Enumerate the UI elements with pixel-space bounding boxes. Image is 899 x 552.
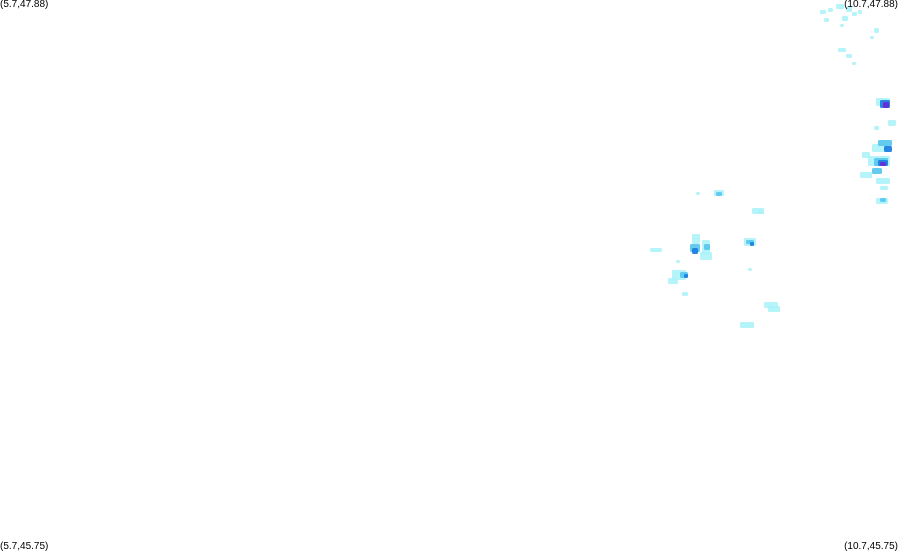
precip-cell-medium (878, 140, 892, 146)
precip-cell-light (696, 192, 700, 195)
precip-cell-strong (750, 242, 754, 246)
precip-cell-medium (880, 198, 886, 202)
precip-cell-light (692, 234, 700, 244)
precip-cell-light (668, 278, 678, 284)
precip-cell-light (758, 210, 764, 214)
precip-cell-light (852, 12, 857, 16)
corner-label-top-right: (10.7,47.88) (844, 0, 898, 10)
precip-cell-intense (880, 162, 886, 166)
precip-cell-light (888, 120, 896, 126)
precip-cell-medium (716, 192, 722, 196)
precip-cell-light (836, 4, 844, 9)
precip-cell-light (870, 36, 874, 39)
corner-label-bottom-right: (10.7,45.75) (844, 541, 898, 552)
precip-cell-medium (872, 168, 882, 174)
corner-label-top-left: (5.7,47.88) (0, 0, 49, 10)
precip-cell-light (748, 268, 752, 271)
precip-cell-light (858, 10, 862, 14)
precip-cell-light (846, 54, 852, 58)
precip-cell-strong (692, 248, 698, 254)
precip-cell-light (846, 6, 852, 12)
corner-label-bottom-left: (5.7,45.75) (0, 541, 49, 552)
precip-cell-light (862, 152, 870, 158)
precip-cell-light (876, 178, 890, 184)
precip-cell-strong (884, 146, 892, 152)
precip-cell-light (700, 252, 712, 260)
precip-cell-light (842, 16, 848, 21)
precip-cell-light (828, 8, 833, 12)
precip-cell-light (852, 62, 856, 65)
precip-cell-light (838, 48, 846, 52)
precip-cell-light (874, 126, 879, 130)
precip-cell-light (740, 322, 754, 328)
precipitation-cells (650, 4, 896, 328)
precip-cell-light (820, 10, 826, 14)
precip-cell-light (682, 292, 688, 296)
precip-cell-light (650, 248, 662, 252)
precip-cell-light (860, 172, 872, 178)
precip-cell-light (676, 260, 680, 263)
precip-cell-medium (704, 244, 710, 250)
precip-cell-light (874, 28, 879, 33)
precip-cell-light (840, 24, 844, 27)
precip-cell-strong (684, 274, 688, 278)
precip-cell-light (824, 18, 829, 22)
precip-cell-intense (883, 102, 889, 108)
precip-cell-light (880, 186, 888, 190)
precip-cell-light (768, 306, 780, 312)
